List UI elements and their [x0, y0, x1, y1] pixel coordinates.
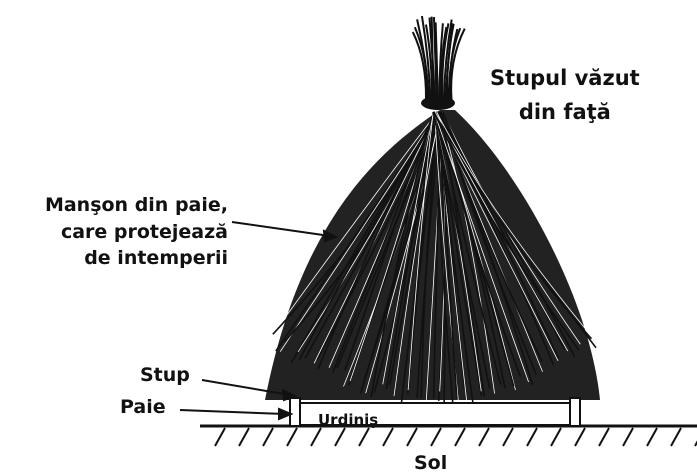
ground-hatch: [407, 428, 417, 446]
ground-hatch: [263, 428, 273, 446]
ground-hatch: [551, 428, 561, 446]
top-tuft: [413, 16, 465, 100]
diagram-title: Stupul văzut din faţă: [490, 62, 640, 129]
ground-hatch: [671, 428, 681, 446]
soil-label: Sol: [414, 452, 447, 476]
tuft-strand: [451, 29, 465, 100]
entrance-label: Urdiniş: [318, 411, 378, 430]
ground-hatch: [599, 428, 609, 446]
ground: [200, 426, 697, 446]
title-line-1: Stupul văzut: [490, 62, 640, 96]
ground-hatch: [311, 428, 321, 446]
hive-label: Stup: [140, 364, 190, 388]
straw-label: Paie: [120, 396, 166, 420]
ground-hatch: [359, 428, 369, 446]
ground-hatch: [503, 428, 513, 446]
ground-hatch: [335, 428, 345, 446]
ground-hatch: [623, 428, 633, 446]
ground-hatch: [287, 428, 297, 446]
mantle-pointer: [232, 222, 330, 236]
mantle-label: Manşon din paie, care protejează de inte…: [6, 192, 228, 272]
tuft-binding: [421, 96, 455, 110]
title-line-2: din faţă: [490, 96, 640, 130]
ground-hatch: [647, 428, 657, 446]
ground-hatch: [575, 428, 585, 446]
straw-pointer: [180, 410, 285, 414]
ground-hatch: [383, 428, 393, 446]
mantle-label-line-2: care protejează: [6, 219, 228, 246]
ground-hatch: [527, 428, 537, 446]
ground-hatch: [239, 428, 249, 446]
ground-hatch: [479, 428, 489, 446]
mantle-label-line-1: Manşon din paie,: [6, 192, 228, 219]
ground-hatch: [431, 428, 441, 446]
ground-hatch: [455, 428, 465, 446]
mantle-label-line-3: de intemperii: [6, 245, 228, 272]
ground-hatch: [215, 428, 225, 446]
